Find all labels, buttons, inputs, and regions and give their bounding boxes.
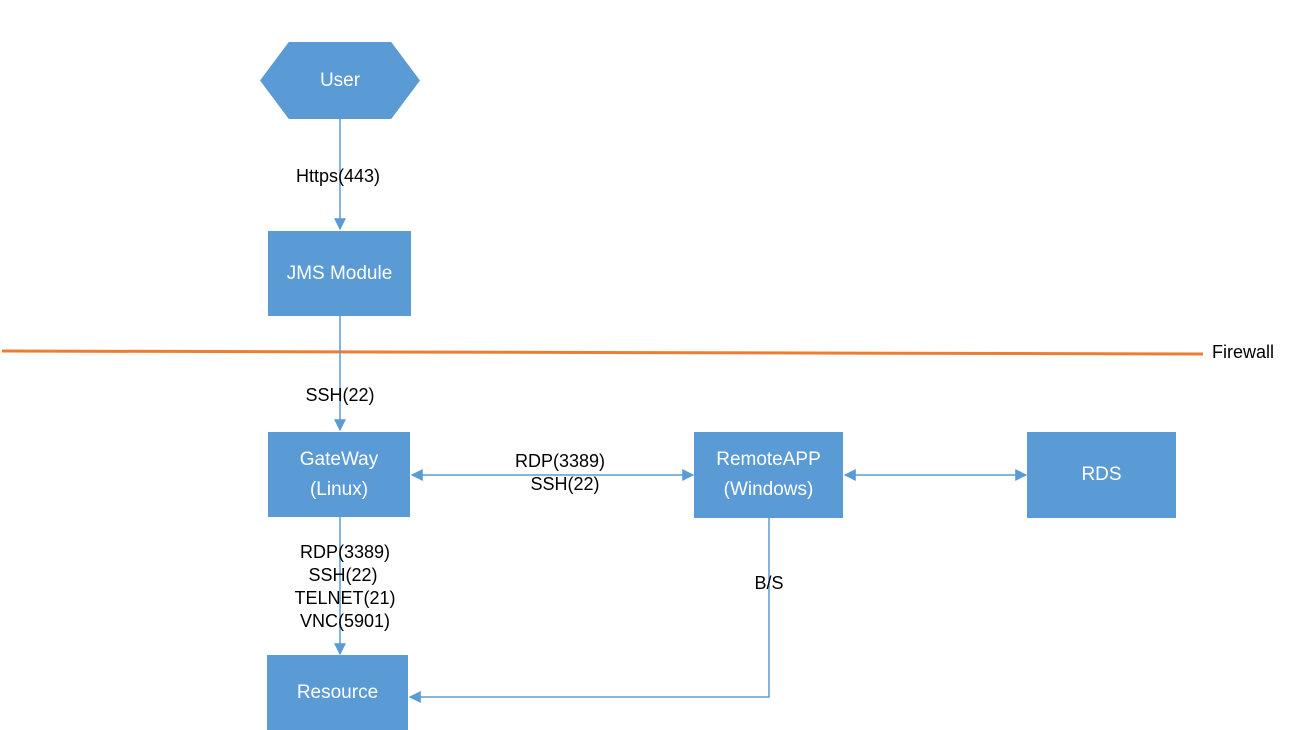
node-remoteapp-label-line2: (Windows) [723, 479, 814, 500]
edge-label-gateway-to-remoteapp-rdp: RDP(3389) [514, 451, 606, 471]
node-gateway-label-line2: (Linux) [309, 478, 369, 500]
edge-label-gateway-to-remoteapp-ssh: SSH(22) [530, 474, 600, 494]
edge-label-user-to-jms: Https(443) [295, 166, 381, 186]
node-rds-label: RDS [1081, 464, 1122, 485]
node-user-label: User [319, 69, 361, 91]
node-rds: RDS [1027, 432, 1176, 518]
edge-label-jms-to-gateway: SSH(22) [305, 385, 375, 405]
firewall-label: Firewall [1212, 342, 1275, 362]
firewall-line [1, 349, 1204, 356]
node-user: User [260, 42, 420, 119]
node-jms-module-label: JMS Module [286, 262, 393, 284]
node-gateway-label-line1: GateWay [299, 448, 379, 470]
edge-label-gateway-to-resource: RDP(3389) SSH(22) TELNET(21) VNC(5901) [285, 541, 405, 633]
edge-label-gateway-to-resource-vnc: VNC(5901) [299, 611, 391, 631]
edge-label-gateway-to-resource-rdp: RDP(3389) [299, 542, 391, 562]
edge-label-gateway-to-resource-ssh: SSH(22) [308, 565, 378, 585]
edge-label-remoteapp-to-resource: B/S [754, 573, 784, 593]
node-gateway: GateWay (Linux) [268, 432, 410, 517]
edge-remoteapp-to-resource [408, 518, 770, 703]
edge-label-gateway-to-resource-telnet: TELNET(21) [294, 588, 396, 608]
edge-label-gateway-to-remoteapp: RDP(3389) SSH(22) [500, 450, 620, 496]
node-jms-module: JMS Module [268, 231, 411, 316]
node-remoteapp-label-line1: RemoteAPP [716, 449, 821, 470]
node-remoteapp: RemoteAPP (Windows) [694, 432, 843, 518]
node-resource: Resource [267, 655, 408, 730]
node-resource-label: Resource [296, 681, 379, 703]
